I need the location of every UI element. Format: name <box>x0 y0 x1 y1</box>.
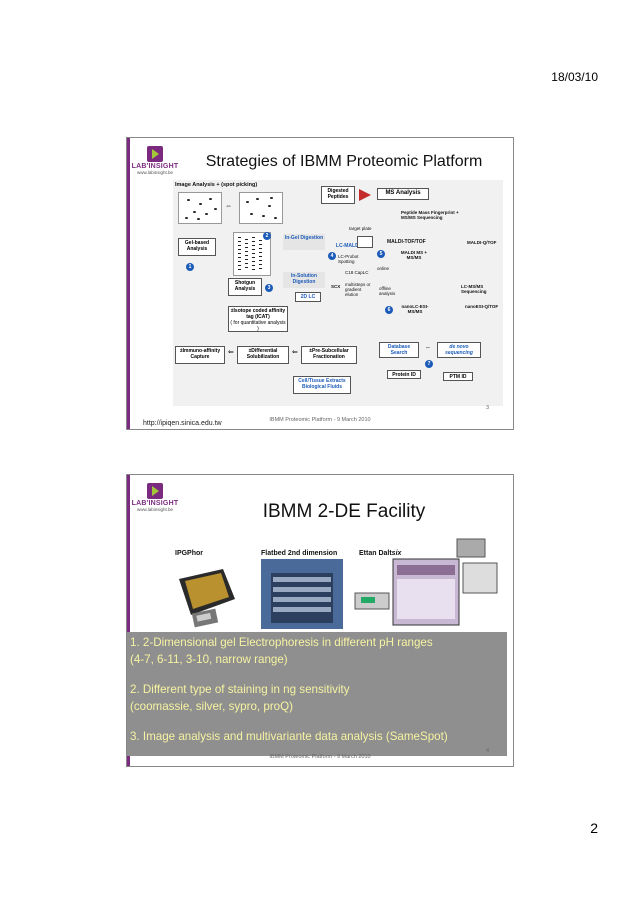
step-badge-4: 4 <box>328 252 336 260</box>
ptm-id-box: PTM ID <box>443 372 473 381</box>
description-line-3: 2. Different type of staining in ng sens… <box>130 683 350 696</box>
2d-lc-box: 2D LC <box>295 292 321 302</box>
exchange-arrow-icon: ⇔ <box>225 203 232 210</box>
description-line-5: 3. Image analysis and multivariante data… <box>130 730 448 743</box>
online-label: online <box>377 266 390 271</box>
ettan-daltsix-instrument-image <box>354 538 498 626</box>
flatbed-instrument-image <box>261 559 343 629</box>
slide-number: 4 <box>485 748 489 754</box>
facility-description-box: 1. 2-Dimensional gel Electrophoresis in … <box>127 632 507 756</box>
maldi-toftof-label: MALDI-TOF/TOF <box>387 239 426 245</box>
protein-id-box: Protein ID <box>387 370 421 379</box>
immuno-affinity-box: ±Immuno-affinity Capture <box>175 346 225 364</box>
c18-caplc-label: C18 CapLC <box>345 270 369 275</box>
labinsight-logo-icon <box>147 483 163 499</box>
lc-probot-label: LC-Probot Spotting <box>338 254 359 264</box>
ms-analysis-box: MS Analysis <box>377 188 429 200</box>
labinsight-logo: LAB'INSIGHT www.labinsight.be <box>131 483 179 512</box>
exchange-arrow-icon-2: ⇔ <box>425 345 431 351</box>
description-line-1: 1. 2-Dimensional gel Electrophoresis in … <box>130 636 433 649</box>
ipgphor-caption: IPGPhor <box>175 550 204 557</box>
slide-number: 3 <box>485 405 489 411</box>
source-url: http://ipiqen.sinica.edu.tw <box>143 420 222 427</box>
step-badge-5: 5 <box>377 250 385 258</box>
image-analysis-label: Image Analysis + (spot picking) <box>175 182 258 188</box>
left-arrow-icon: ⇐ <box>228 349 234 356</box>
icat-box: ±Isotope coded affinity tag (ICAT) ( for… <box>228 306 288 332</box>
digested-peptides-box: Digested Peptides <box>321 186 355 204</box>
ipgphor-instrument-image <box>179 569 235 628</box>
slide-left-bar <box>127 475 130 766</box>
in-solution-digestion-box: In-Solution Digestion <box>283 272 325 288</box>
step-badge-7: 7 <box>425 360 433 368</box>
target-plate-box <box>357 236 373 248</box>
step-badge-3: 3 <box>265 284 273 292</box>
lcmsms-label: LC-MS/MS Sequencing <box>461 284 487 294</box>
slide-footer: IBMM Proteomic Platform - 9 March 2010 <box>269 754 371 760</box>
scx-label: SCX <box>331 284 341 289</box>
pmf-label: Peptide Mass Fingerprint + MS/MS Sequenc… <box>401 210 459 220</box>
labinsight-logo-icon <box>147 146 163 162</box>
step-badge-6: 6 <box>385 306 393 314</box>
nanolc-label: nanoLC-ESI-MS/MS <box>401 304 429 314</box>
multisteps-label: multisteps or gradient elution <box>345 282 371 297</box>
de-novo-box: de novo sequencing <box>437 342 481 358</box>
database-search-box: Database Search <box>379 342 419 358</box>
2d-gel-image-2 <box>239 192 283 224</box>
in-gel-digestion-box: In-Gel Digestion <box>283 234 325 250</box>
pre-subcellular-box: ±Pre-Subcellular Fractionation <box>301 346 357 364</box>
slide-left-bar <box>127 138 130 429</box>
description-line-4: (coomassie, silver, sypro, proQ) <box>130 700 294 713</box>
ettan-caption: Ettan Daltsix <box>359 550 402 557</box>
maldi-qtof-label: MALDI-Q/TOF <box>467 240 497 245</box>
cell-tissue-box: Cell/Tissue Extracts Biological Fluids <box>293 376 351 394</box>
labinsight-logo: LAB'INSIGHT www.labinsight.be <box>131 146 179 175</box>
nanoesi-label: nanoESI-Q/TOF <box>465 304 499 309</box>
shotgun-analysis-box: Shotgun Analysis <box>228 278 262 296</box>
target-plate-label: target plate <box>349 226 372 231</box>
page-number: 2 <box>590 820 598 836</box>
slide-footer: IBMM Proteomic Platform - 9 March 2010 <box>269 417 371 423</box>
maldi-ms-label: MALDI MS + MS/MS <box>400 250 428 260</box>
step-badge-2: 2 <box>263 232 271 240</box>
gel-based-analysis-box: Gel-based Analysis <box>178 238 216 256</box>
description-line-2: (4-7, 6-11, 3-10, narrow range) <box>130 653 288 666</box>
slide-3: LAB'INSIGHT www.labinsight.be Strategies… <box>126 137 514 430</box>
differential-solubilization-box: ±Differential Solubilization <box>237 346 289 364</box>
slide-title: IBMM 2-DE Facility <box>262 501 426 522</box>
flatbed-caption: Flatbed 2nd dimension <box>261 550 338 557</box>
slide-title: Strategies of IBMM Proteomic Platform <box>205 153 483 170</box>
offline-label: offline analysis <box>379 286 396 296</box>
step-badge-1: 1 <box>186 263 194 271</box>
left-arrow-icon-2: ⇐ <box>292 349 298 356</box>
slide-4: LAB'INSIGHT www.labinsight.be IBMM 2-DE … <box>126 474 514 767</box>
red-arrow-icon <box>359 189 371 201</box>
header-date: 18/03/10 <box>551 70 598 84</box>
proteomic-strategy-diagram: Image Analysis + (spot picking) ⇔ Gel-ba… <box>173 180 503 406</box>
2d-gel-image-1 <box>178 192 222 224</box>
